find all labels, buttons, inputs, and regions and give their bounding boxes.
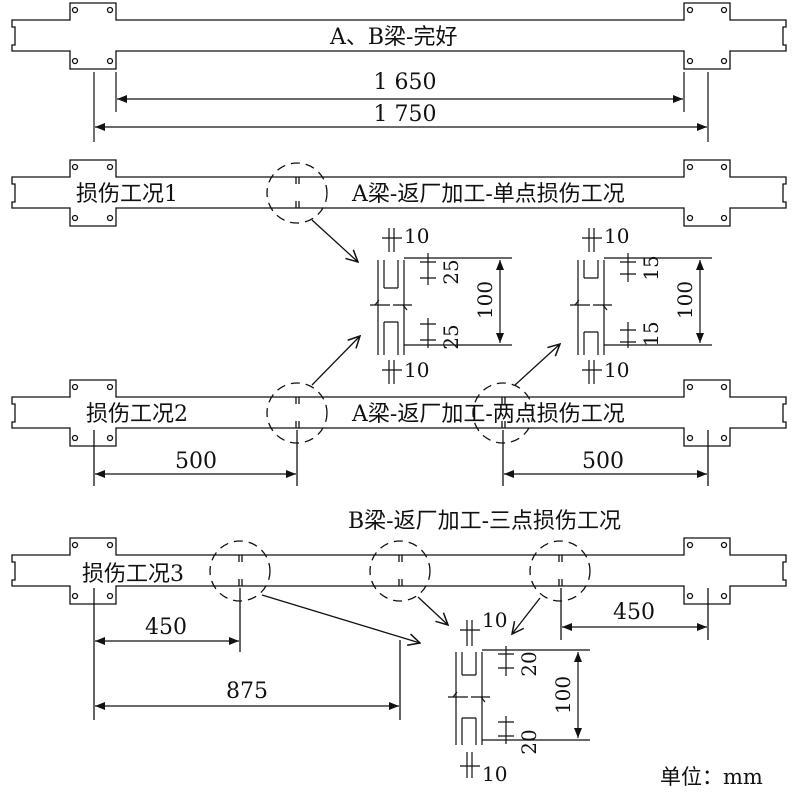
detail-2-width-bottom: 10 [604, 358, 629, 382]
damage-notch [238, 555, 243, 586]
beam-three-damage [11, 537, 787, 720]
dim-bottom-ticks [498, 716, 514, 744]
width-tick-bottom [582, 360, 602, 384]
unit-label: 单位：mm [660, 765, 763, 789]
damage-circle [266, 162, 328, 224]
dimension-450-left: 450 [145, 615, 187, 640]
dim-bottom-ticks [620, 322, 636, 348]
width-tick-bottom [382, 360, 402, 384]
detail-2-bottom-depth: 15 [639, 321, 663, 346]
beam-single-damage [11, 159, 787, 262]
notch-detail-3 [448, 620, 590, 778]
detail-3-height: 100 [551, 676, 575, 714]
dimension-500-right: 500 [582, 449, 624, 474]
beam-intact [11, 2, 787, 70]
dimension-500-left: 500 [175, 449, 217, 474]
dimension-875: 875 [226, 679, 268, 704]
beam-intact-label: A、B梁-完好 [329, 25, 458, 50]
detail-2-height: 100 [673, 281, 697, 319]
damage-notch [295, 177, 300, 208]
detail-1-top-depth: 25 [439, 259, 463, 284]
detail-1-height: 100 [473, 281, 497, 319]
beam-three-damage-label: B梁-返厂加工-三点损伤工况 [348, 509, 621, 534]
dimension-1650 [115, 72, 685, 112]
damage-case-3-label: 损伤工况3 [82, 562, 184, 587]
beam-outline [11, 379, 787, 447]
detail-3-width-top: 10 [482, 608, 507, 632]
damage-case-1-label: 损伤工况1 [76, 182, 178, 207]
detail-2-top-depth: 15 [639, 255, 663, 280]
beam-outline [11, 537, 787, 605]
damage-case-2-label: 损伤工况2 [86, 402, 188, 427]
width-tick-bottom [460, 752, 480, 778]
damage-notch [501, 397, 506, 428]
damage-notch [558, 555, 563, 586]
beam-outline [11, 159, 787, 227]
width-tick-top [582, 228, 602, 252]
beam-two-damage-label: A梁-返厂加工-两点损伤工况 [351, 402, 625, 427]
detail-3-bottom-depth: 20 [517, 729, 541, 754]
damage-notch [295, 397, 300, 428]
width-tick-top [382, 228, 402, 252]
dim-top-ticks [498, 646, 514, 676]
damage-circle [529, 540, 591, 602]
dim-top-ticks [620, 253, 636, 282]
detail-1-width-bottom: 10 [404, 358, 429, 382]
detail-3-top-depth: 20 [517, 651, 541, 676]
dimension-450-right: 450 [613, 600, 655, 625]
dimension-1750-label: 1 750 [374, 102, 437, 127]
detail-section [577, 260, 605, 355]
notch-detail-1 [370, 228, 512, 384]
dimension-1650-label: 1 650 [374, 70, 437, 95]
detail-section [455, 652, 483, 745]
beam-single-damage-label: A梁-返厂加工-单点损伤工况 [351, 182, 625, 207]
damage-notch [398, 555, 403, 586]
dimension-1750 [93, 72, 709, 142]
dim-top-ticks [420, 253, 436, 285]
width-tick-top [460, 620, 480, 646]
beam-outline [11, 2, 787, 70]
detail-1-bottom-depth: 25 [439, 324, 463, 349]
detail-section [377, 260, 405, 355]
detail-3-width-bottom: 10 [482, 762, 507, 786]
detail-1-width-top: 10 [404, 224, 429, 248]
damage-circle [369, 540, 431, 602]
dim-bottom-ticks [420, 318, 436, 348]
notch-detail-2 [570, 228, 712, 384]
detail-2-width-top: 10 [604, 224, 629, 248]
beam-two-damage [11, 336, 787, 486]
